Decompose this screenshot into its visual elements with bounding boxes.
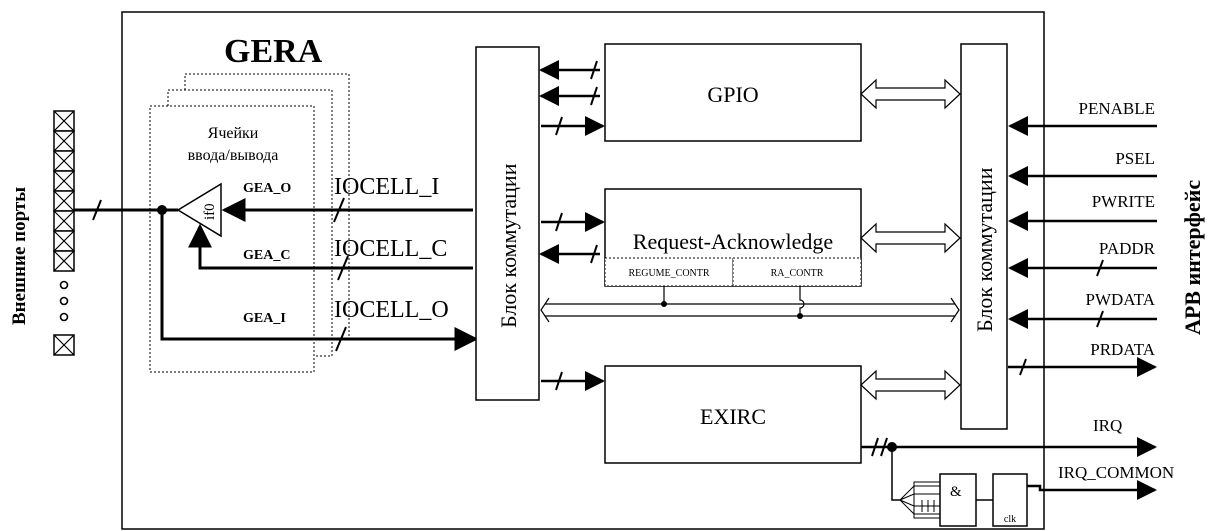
bus-slash: [555, 212, 563, 232]
fan-in-icon: [899, 481, 941, 519]
apb-interface-label: APB интерфейс: [1180, 180, 1205, 335]
dot-icon: [59, 296, 69, 306]
bus-slash: [555, 116, 563, 136]
port-icon: [53, 210, 75, 232]
gera-title: GERA: [224, 33, 323, 70]
bus-slash: [1096, 259, 1104, 277]
io-cells-label: Ячейки: [208, 125, 259, 142]
gera-frame: [121, 11, 1045, 530]
irq-label: IRQ: [1093, 416, 1122, 435]
gea-c-line: [188, 223, 473, 270]
exirc-block: [604, 365, 862, 464]
ra-contr-label: RA_CONTR: [771, 268, 824, 279]
apb-signal-label: PWRITE: [1092, 192, 1155, 211]
gea-i-label: GEA_I: [243, 311, 286, 326]
gea-i-line: [160, 210, 479, 351]
switch-block-right: [960, 43, 1008, 430]
bus-slash: [590, 60, 598, 80]
port-icon: [53, 170, 75, 192]
bus-slash: [1096, 310, 1104, 328]
port-icon: [53, 250, 75, 272]
external-ports-label: Внешние порты: [9, 187, 30, 325]
bus-slash: [555, 371, 563, 391]
and-gate-label: &: [950, 484, 962, 500]
double-arrow-icon: [860, 78, 961, 110]
apb-signal-label: PSEL: [1115, 149, 1155, 168]
irq-common-line: [1027, 480, 1157, 500]
port-icon: [53, 190, 75, 212]
io-cells-label: ввода/вывода: [188, 147, 279, 164]
exirc-label: EXIRC: [700, 404, 766, 429]
double-arrow-icon: [860, 369, 961, 401]
dot-icon: [59, 280, 69, 290]
irq-common-label: IRQ_COMMON: [1058, 463, 1174, 482]
bus-slash: [333, 197, 345, 223]
and-gate: [939, 473, 977, 527]
apb-signal-label: PENABLE: [1079, 99, 1156, 118]
bus-slash: [590, 86, 598, 106]
switch-block-right-label: Блок коммутации: [972, 167, 997, 332]
buffer-symbol: [176, 182, 222, 238]
apb-signal-label: PADDR: [1099, 239, 1156, 258]
bus-slash: [871, 437, 879, 457]
bus-slash: [92, 199, 102, 221]
apb-signal-label: PWDATA: [1086, 290, 1156, 309]
external-ports: [53, 110, 75, 356]
double-arrow-icon: [860, 222, 961, 254]
port-icon: [53, 334, 75, 356]
bus-slash: [1019, 358, 1027, 376]
irq-branch: [891, 447, 900, 501]
apb-signal-label: PRDATA: [1090, 340, 1155, 359]
iocell-i-label: IOCELL_I: [334, 174, 439, 200]
port-icon: [53, 130, 75, 152]
buffer-label: if0: [202, 203, 218, 220]
iocell-c-label: IOCELL_C: [334, 236, 447, 262]
clk-trigger: [992, 473, 1028, 527]
switch-block-left-label: Блок коммутации: [496, 163, 521, 328]
bus-slash: [335, 326, 347, 352]
bus-slash: [880, 437, 888, 457]
io-cell-frame-front: [149, 105, 315, 373]
ra-contr-block: [732, 257, 862, 287]
gpio-label: GPIO: [707, 82, 758, 107]
internal-bus: [540, 286, 960, 323]
port-icon: [53, 150, 75, 172]
clk-label: clk: [1004, 514, 1016, 525]
port-icon: [53, 110, 75, 132]
switch-block-left: [475, 46, 540, 401]
bus-slash: [590, 244, 598, 264]
gpio-block: [604, 43, 862, 142]
regume-contr-label: REGUME_CONTR: [628, 268, 709, 279]
dot-icon: [59, 312, 69, 322]
bus-slash: [337, 255, 349, 281]
regume-contr-block: [604, 257, 734, 287]
gea-o-label: GEA_O: [243, 181, 291, 196]
port-icon: [53, 230, 75, 252]
gea-c-label: GEA_C: [243, 248, 290, 263]
iocell-o-label: IOCELL_O: [334, 297, 449, 323]
request-acknowledge-label: Request-Acknowledge: [633, 229, 833, 254]
